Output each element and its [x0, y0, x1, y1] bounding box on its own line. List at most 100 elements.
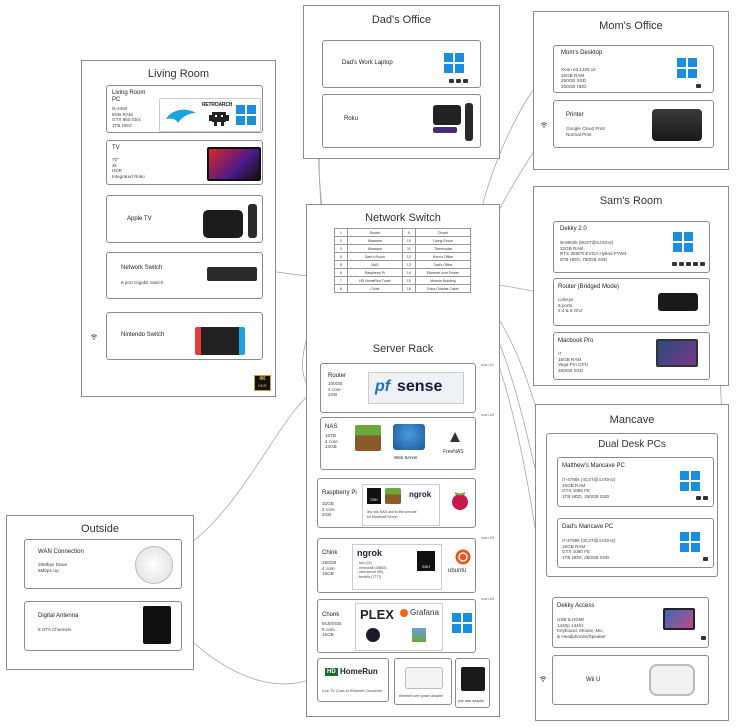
hardware-chips [696, 496, 708, 500]
eop-adapter-card[interactable]: ethernet over power adapter [394, 658, 452, 705]
homerun-caption: Live TV Coax to Ethernet Converter [322, 689, 383, 693]
roku-stick-image [433, 127, 457, 133]
port-label: Dad's Office [414, 260, 472, 269]
minecraft-icon [355, 425, 381, 451]
homerun-logo-hd: HD [325, 668, 338, 676]
sams-router-name: Router (Bridged Mode) [558, 284, 620, 290]
port-number: 4 [334, 252, 348, 261]
wii-u-gamepad-image [649, 664, 695, 696]
nintendo-switch-card[interactable]: Nintendo Switch [106, 312, 263, 360]
plex-logo: PLEX [360, 607, 394, 622]
monitor-image [663, 608, 695, 630]
dads-laptop-card[interactable]: Dad's Work Laptop [322, 40, 481, 88]
dual-desk-title: Dual Desk PCs [598, 439, 666, 450]
freenas-label: FreeNAS [443, 449, 464, 455]
port-number: 8 [334, 284, 348, 293]
port-label: Thermostat [414, 244, 472, 253]
living-room-pc-name: Living Room PC [112, 90, 146, 103]
wan-name: WAN Connection [38, 549, 84, 555]
port-label: Mancave [347, 236, 403, 245]
poe-adapter-image [461, 667, 485, 691]
printer-name: Printer [566, 112, 584, 118]
antenna-card[interactable]: Digital Antenna 8 OTA Channels [24, 601, 182, 651]
port-label: Sam's Room [347, 252, 403, 261]
roku-card[interactable]: Roku [322, 94, 481, 148]
pi-services-panel: SSH ngrok link into NAS and to the conso… [362, 484, 440, 526]
port-number: 10 [401, 236, 416, 245]
living-room-title: Living Room [147, 68, 210, 80]
network-switch-specs: 8 port Gigabit Switch [121, 280, 164, 285]
moms-desktop-name: Mom's Desktop [561, 50, 603, 56]
homerun-card[interactable]: HD HomeRun Live TV Coax to Ethernet Conv… [317, 658, 389, 702]
apple-tv-remote-image [248, 204, 257, 238]
davinci-icon [366, 628, 380, 642]
dad-mancave-pc-card[interactable]: Dad's Mancave PC i7-4790k (4C4T@4.0GHz)1… [557, 518, 714, 568]
apple-tv-box-image [203, 210, 243, 238]
retroarch-icon [209, 112, 229, 126]
web-server-label: Web Server [394, 455, 418, 460]
dish-antenna-image [135, 546, 173, 584]
roku-name: Roku [344, 116, 359, 122]
tv-name: TV [112, 145, 120, 151]
windows-icon [673, 232, 693, 252]
poe-adapter-card[interactable]: poe wan adapter [455, 658, 490, 708]
port-label: Ethernet over Power [414, 268, 472, 277]
port-number: 16 [401, 284, 416, 293]
moms-office-title: Mom's Office [599, 20, 663, 32]
pfsense-logo: pf sense [368, 372, 464, 404]
ssh-icon: SSH [367, 488, 381, 504]
wifi-icon [539, 676, 547, 682]
poe-caption: poe wan adapter [458, 699, 485, 703]
wifi-icon [90, 334, 98, 340]
ubuntu-icon [455, 549, 471, 565]
dads-office: Dad's Office Dad's Work Laptop Roku [303, 5, 500, 159]
wifi-icon [540, 122, 548, 128]
port-number: 15 [401, 276, 416, 285]
hardware-chips [449, 79, 468, 83]
dekky-card[interactable]: Dekky 2.0 i9-9900k (8C8T@5.0GHz)32GB RAM… [553, 221, 710, 273]
grafana-label: Grafana [410, 608, 439, 617]
chink-name: Chink [322, 550, 338, 556]
nas-name: NAS [325, 424, 338, 430]
network-switch-card[interactable]: Network Switch 8 port Gigabit Switch [106, 252, 263, 299]
port-number: 13 [401, 260, 416, 269]
app-icons-panel: RETROARCH [159, 98, 261, 132]
server-rack-title: Server Rack [372, 343, 434, 355]
tv-image [207, 147, 261, 181]
apple-tv-card[interactable]: Apple TV [106, 195, 263, 243]
wii-u-card[interactable]: Wii U [552, 655, 709, 705]
macbook-image [656, 339, 698, 367]
apple-tv-name: Apple TV [127, 216, 152, 222]
chonk-services-panel: PLEX Grafana [355, 603, 443, 651]
freenas-icon [450, 432, 460, 442]
wii-u-name: Wii U [586, 677, 601, 683]
matthew-pc-card[interactable]: Matthew's Mancave PC i7-4790k (4C4T@4.0G… [557, 457, 714, 507]
